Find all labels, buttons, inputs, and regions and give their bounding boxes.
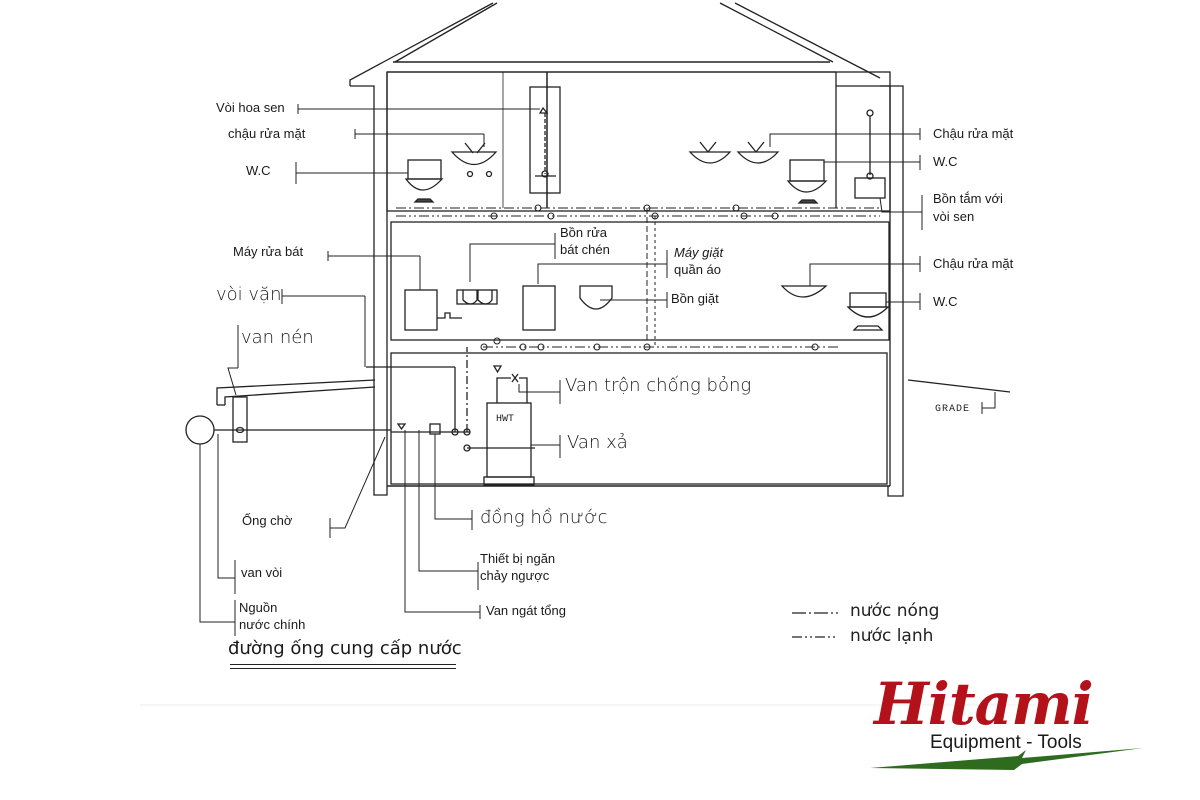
title-underline (230, 664, 456, 665)
middle-fixtures (404, 285, 890, 331)
label-bon-rua-line1: Bồn rửa (560, 225, 608, 240)
upper-fixtures (404, 86, 886, 204)
label-bon-tam-line2: vòi sen (933, 208, 975, 224)
label-bon-tam-line1: Bồn tắm với (933, 191, 1003, 206)
label-nguon-line2: nước chính (239, 616, 306, 632)
label-van-tron: Van trộn chống bỏng (565, 375, 752, 396)
label-may-giat: Máy giặt quần áo (674, 245, 724, 278)
legend-cold-water: nước lạnh (850, 626, 934, 646)
label-van-voi: van vòi (241, 565, 283, 580)
roof (349, 2, 881, 86)
label-van-nen: van nén (241, 327, 314, 348)
label-wc-right: W.C (933, 154, 958, 169)
legend-swatches (792, 612, 838, 638)
label-may-giat-line1: Máy giặt (674, 245, 724, 260)
label-wc-mid: W.C (933, 294, 958, 309)
label-nguon-nuoc: Nguồn nước chính (239, 600, 306, 633)
leader-lines (199, 104, 996, 636)
label-thiet-bi-ngan: Thiết bị ngăn chảy ngược (480, 551, 556, 584)
logo-brand: Hitami (874, 670, 1094, 738)
upper-pipes (396, 204, 880, 346)
label-chau-rua-mat-mid: Chậu rửa mặt (933, 256, 1014, 271)
hwt-tag: HWT (496, 414, 515, 425)
label-thiet-bi-line2: chảy ngược (480, 567, 550, 583)
middle-pipes (467, 337, 840, 351)
label-may-giat-line2: quần áo (674, 261, 721, 277)
legend-hot-water: nước nóng (850, 601, 940, 621)
label-chau-rua-mat-left: chậu rửa mặt (228, 126, 306, 141)
basement-fixtures (366, 347, 535, 486)
label-van-xa: Van xả (567, 432, 628, 453)
label-thiet-bi-line1: Thiết bị ngăn (480, 551, 556, 566)
label-chau-rua-mat-right: Chậu rửa mặt (933, 126, 1014, 141)
hitami-logo: Hitami Equipment - Tools (868, 670, 1148, 776)
label-dong-ho-nuoc: đồng hồ nước (480, 507, 608, 528)
label-bon-tam: Bồn tắm với vòi sen (933, 191, 1003, 225)
label-bon-rua-line2: bát chén (560, 241, 610, 257)
label-ong-cho: Ống chờ (242, 513, 293, 528)
house-walls (350, 71, 904, 497)
label-nguon-line1: Nguồn (239, 600, 278, 615)
exterior-supply (185, 379, 1011, 445)
label-may-rua-bat: Máy rửa bát (233, 244, 304, 259)
title-underline-2 (230, 668, 456, 669)
label-wc-left: W.C (246, 163, 271, 178)
grade-label: GRADE (935, 404, 971, 415)
label-voi-hoa-sen: Vòi hoa sen (216, 100, 285, 115)
label-van-ngat-tong: Van ngát tổng (486, 603, 566, 618)
label-bon-rua-bat-chen: Bồn rửa bát chén (560, 225, 610, 258)
label-voi-van: vòi vặn (216, 284, 282, 305)
diagram-title: đường ống cung cấp nước (228, 638, 462, 659)
logo-tagline: Equipment - Tools (930, 732, 1082, 753)
logo-swoosh (870, 748, 1143, 770)
label-bon-giat: Bồn giặt (671, 291, 719, 306)
